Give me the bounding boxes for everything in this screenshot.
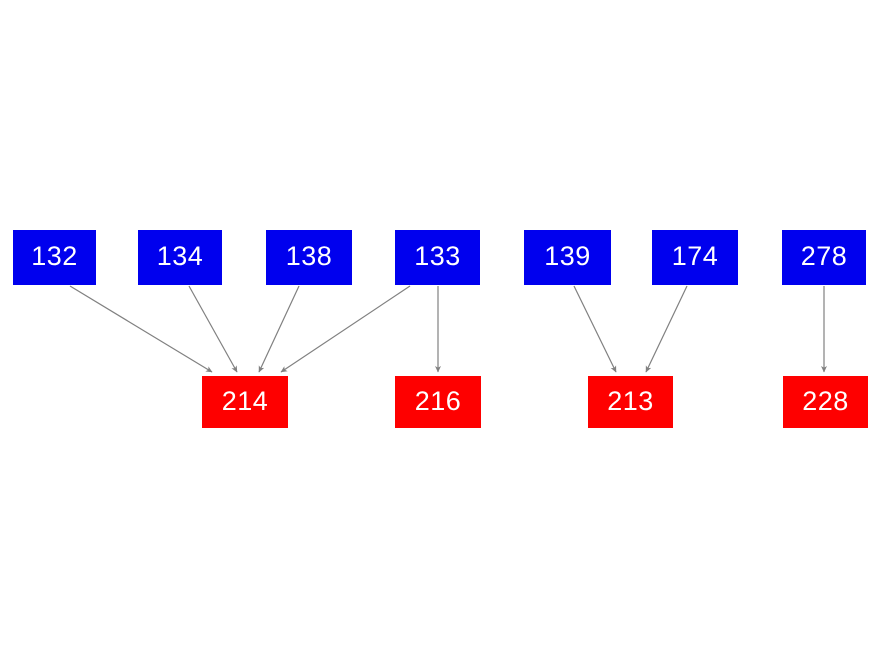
edge-174-to-213 (645, 285, 688, 373)
node-label: 134 (156, 241, 204, 271)
node-label: 228 (802, 385, 849, 416)
node-label: 213 (607, 385, 654, 416)
node-label: 174 (671, 241, 719, 271)
edge-134-to-214 (188, 285, 238, 373)
node-132[interactable]: 132 (13, 230, 96, 285)
edge-138-to-214 (258, 285, 300, 373)
node-228[interactable]: 228 (783, 376, 868, 428)
edge-133-to-214 (280, 285, 411, 373)
node-label: 138 (285, 241, 333, 271)
node-133[interactable]: 133 (395, 230, 480, 285)
node-139[interactable]: 139 (524, 230, 611, 285)
node-label: 139 (544, 241, 591, 271)
node-214[interactable]: 214 (202, 376, 288, 428)
edge-139-to-213 (573, 285, 617, 373)
node-174[interactable]: 174 (652, 230, 738, 285)
edges-group (69, 285, 827, 373)
node-label: 216 (414, 385, 462, 416)
node-134[interactable]: 134 (138, 230, 222, 285)
node-label: 132 (31, 241, 78, 271)
node-label: 278 (800, 241, 848, 271)
node-216[interactable]: 216 (395, 376, 481, 428)
edge-132-to-214 (69, 285, 213, 373)
node-213[interactable]: 213 (588, 376, 673, 428)
node-label: 133 (414, 241, 461, 271)
node-label: 214 (221, 385, 269, 416)
node-278[interactable]: 278 (782, 230, 866, 285)
node-138[interactable]: 138 (266, 230, 352, 285)
